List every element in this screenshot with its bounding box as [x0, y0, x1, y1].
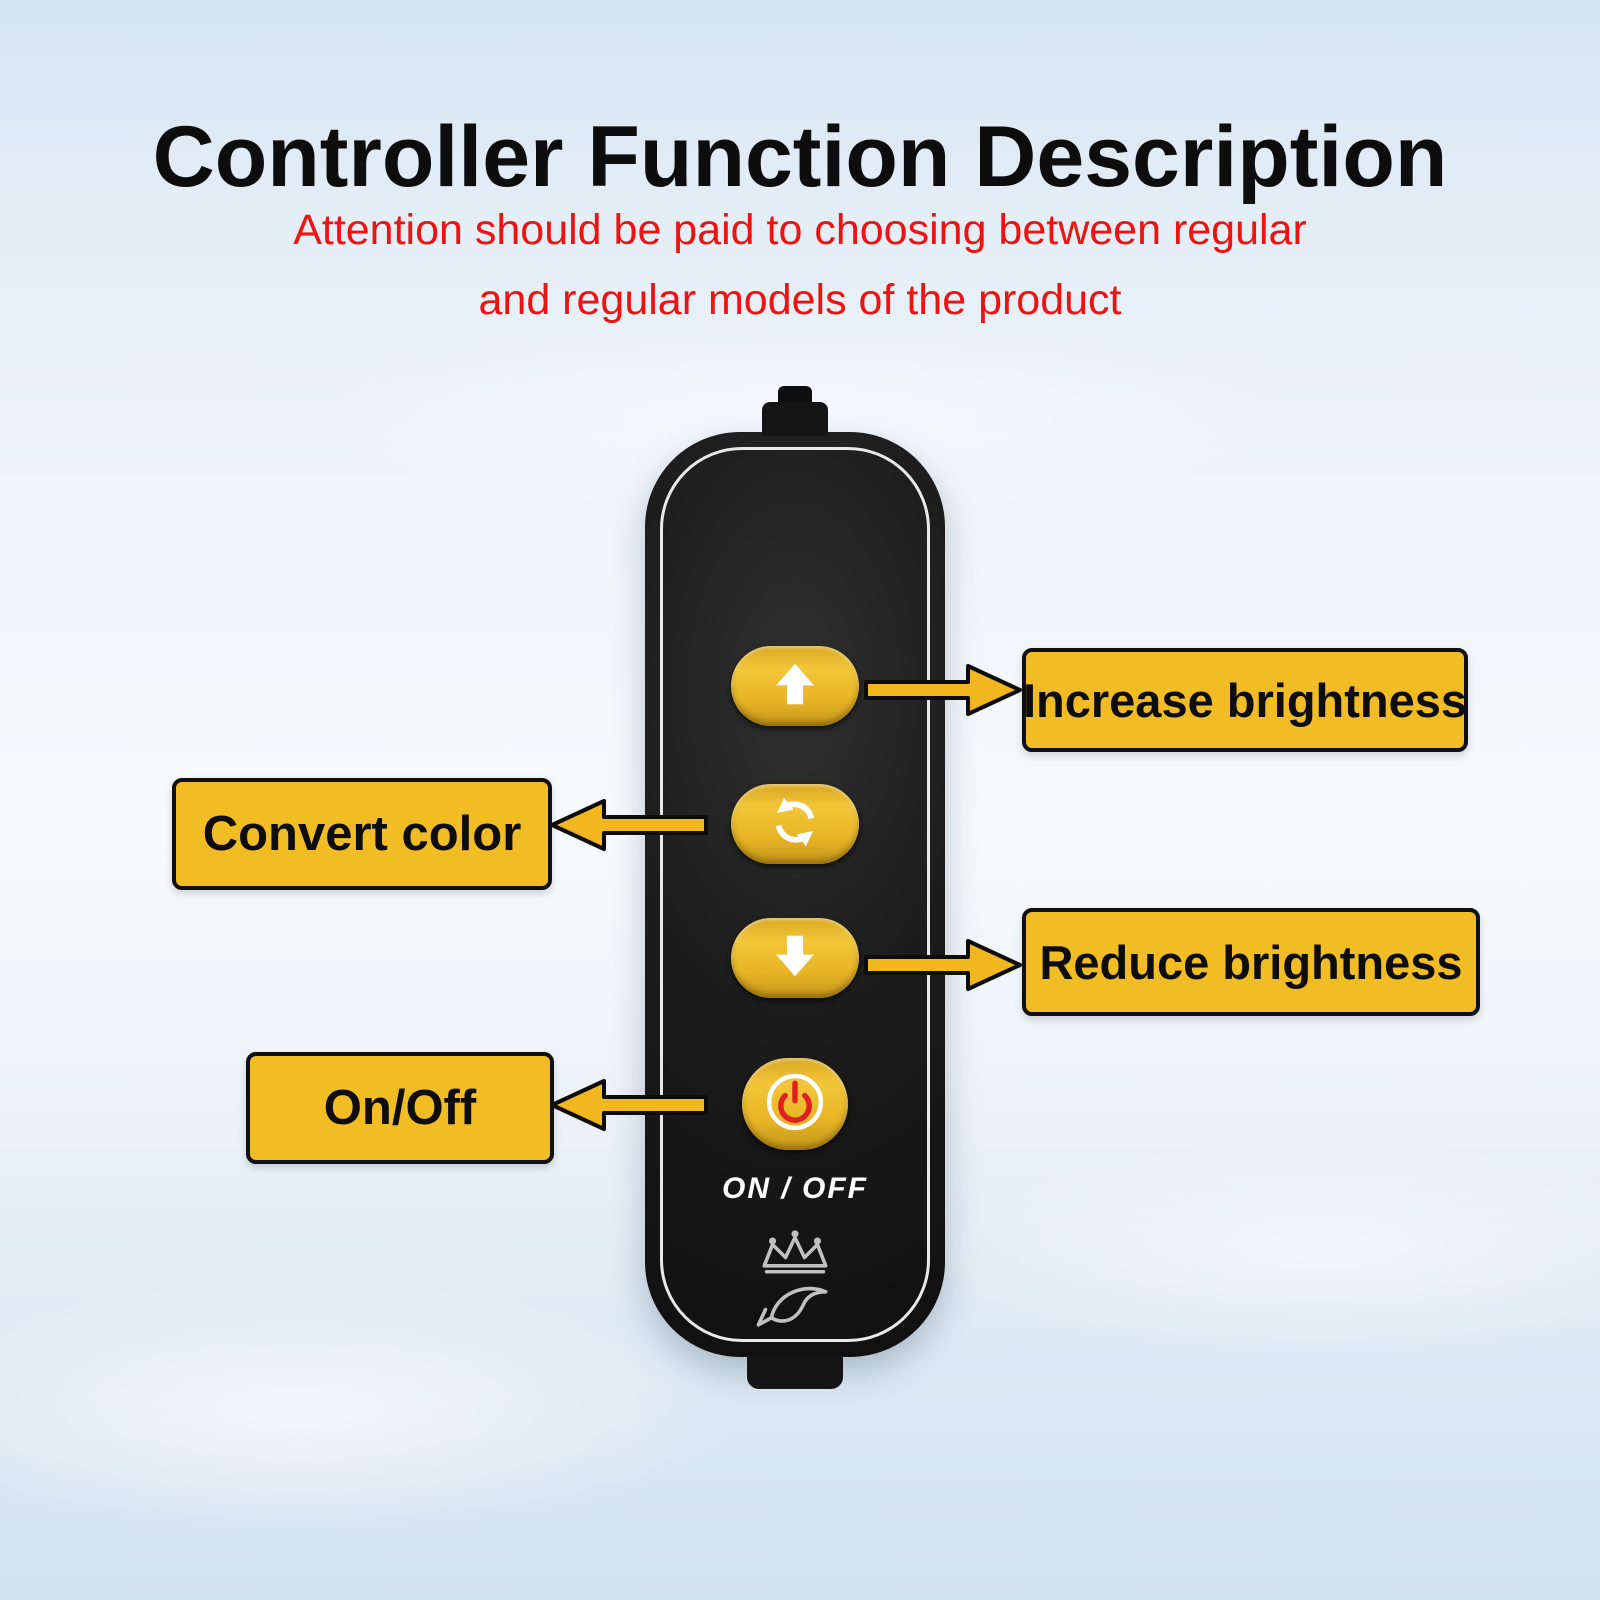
- label-convert-color: Convert color: [172, 778, 552, 890]
- water-highlight: [920, 1140, 1600, 1360]
- page-title: Controller Function Description: [152, 108, 1448, 205]
- label-reduce-brightness: Reduce brightness: [1022, 908, 1480, 1016]
- convert-color-button: [731, 784, 859, 864]
- cable-stub-top: [778, 386, 812, 404]
- controller-device: ON / OFF: [645, 386, 945, 1389]
- power-icon: [764, 1071, 826, 1138]
- water-highlight: [0, 1280, 750, 1540]
- connector-top: [762, 402, 828, 436]
- brightness-down-button: [731, 918, 859, 998]
- arrow-down-icon: [768, 929, 822, 988]
- callout-arrow-reduce: [864, 935, 1024, 995]
- arrow-up-icon: [768, 657, 822, 716]
- attention-note-line1: Attention should be paid to choosing bet…: [293, 206, 1307, 254]
- on-off-caption: ON / OFF: [722, 1172, 868, 1205]
- label-on-off: On/Off: [246, 1052, 554, 1164]
- brand-logo-icon: [735, 1228, 855, 1332]
- attention-note-line2: and regular models of the product: [478, 275, 1122, 324]
- attention-note: Attention should be paid to choosing bet…: [0, 196, 1600, 335]
- connector-bottom: [747, 1355, 843, 1389]
- callout-arrow-increase: [864, 660, 1024, 720]
- callout-arrow-convert: [548, 795, 708, 855]
- callout-arrow-onoff: [548, 1075, 708, 1135]
- brightness-up-button: [731, 646, 859, 726]
- cycle-icon: [767, 794, 823, 855]
- power-button: [742, 1058, 848, 1150]
- device-outline: [660, 447, 930, 1342]
- label-increase-brightness: Increase brightness: [1022, 648, 1468, 752]
